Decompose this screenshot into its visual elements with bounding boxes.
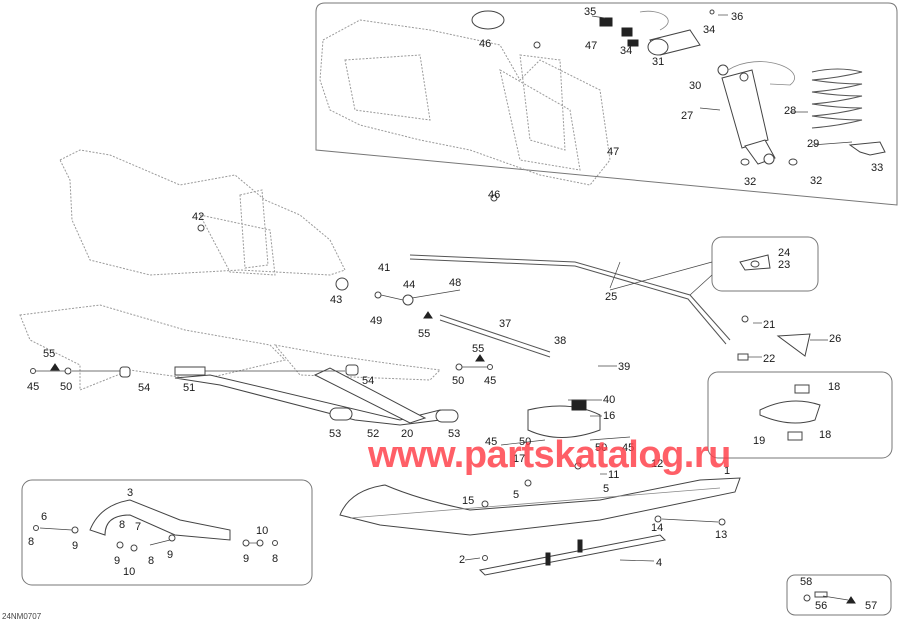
part-callout-26: 26 <box>829 333 842 345</box>
part-callout-50: 50 <box>452 375 465 387</box>
part-callout-34: 34 <box>703 24 716 36</box>
part-callout-18: 18 <box>828 381 841 393</box>
part-callout-9: 9 <box>72 540 79 552</box>
part-callout-27: 27 <box>681 110 694 122</box>
part-callout-32: 32 <box>744 176 757 188</box>
part-callout-9: 9 <box>167 549 174 561</box>
part-callout-48: 48 <box>449 277 462 289</box>
drawing-code: 24NM0707 <box>2 612 42 621</box>
part-callout-36: 36 <box>731 11 744 23</box>
part-callout-25: 25 <box>605 291 618 303</box>
part-callout-35: 35 <box>584 6 597 18</box>
part-callout-8: 8 <box>119 519 126 531</box>
part-callout-42: 42 <box>192 211 205 223</box>
part-callout-40: 40 <box>603 394 616 406</box>
part-callout-7: 7 <box>135 521 142 533</box>
part-callout-28: 28 <box>784 105 797 117</box>
part-callout-50: 50 <box>519 436 532 448</box>
part-callout-52: 52 <box>367 428 380 440</box>
part-callout-53: 53 <box>448 428 461 440</box>
part-callout-6: 6 <box>41 511 48 523</box>
a-arm <box>174 367 459 426</box>
part-callout-38: 38 <box>554 335 567 347</box>
part-callout-57: 57 <box>865 600 878 612</box>
part-callout-45: 45 <box>27 381 40 393</box>
part-callout-24: 24 <box>778 247 791 259</box>
part-callout-17: 17 <box>513 453 526 465</box>
part-callout-41: 41 <box>378 262 391 274</box>
part-callout-13: 13 <box>715 529 728 541</box>
part-callout-8: 8 <box>148 555 155 567</box>
shock-absorber <box>647 29 795 165</box>
part-callout-14: 14 <box>651 522 664 534</box>
part-callout-34: 34 <box>620 45 633 57</box>
part-callout-39: 39 <box>618 361 631 373</box>
part-callout-32: 32 <box>810 175 823 187</box>
part-callout-54: 54 <box>362 375 375 387</box>
coil-spring <box>811 68 863 129</box>
part-callout-49: 49 <box>370 315 383 327</box>
part-callout-33: 33 <box>871 162 884 174</box>
part-callout-20: 20 <box>401 428 414 440</box>
part-callout-58: 58 <box>800 576 813 588</box>
bushing-inset-frame <box>707 371 893 459</box>
shock-inset-frame <box>315 2 898 206</box>
part-callout-50: 50 <box>595 442 608 454</box>
part-callout-11: 11 <box>608 469 620 481</box>
part-callout-19: 19 <box>753 435 766 447</box>
part-callout-18: 18 <box>819 429 832 441</box>
part-callout-8: 8 <box>272 553 279 565</box>
part-callout-30: 30 <box>689 80 702 92</box>
part-callout-50: 50 <box>60 381 73 393</box>
watermark: www.partskatalog.ru <box>368 434 731 476</box>
part-callout-8: 8 <box>28 536 35 548</box>
part-callout-9: 9 <box>243 553 250 565</box>
part-callout-54: 54 <box>138 382 151 394</box>
part-callout-1: 1 <box>724 465 731 477</box>
part-callout-46: 46 <box>479 38 492 50</box>
part-callout-55: 55 <box>43 348 56 360</box>
part-callout-44: 44 <box>403 279 416 291</box>
part-callout-23: 23 <box>778 259 791 271</box>
rubber-inset-frame <box>786 574 892 616</box>
part-callout-43: 43 <box>330 294 343 306</box>
part-callout-51: 51 <box>183 382 196 394</box>
part-callout-4: 4 <box>656 557 663 569</box>
part-callout-53: 53 <box>329 428 342 440</box>
part-callout-37: 37 <box>499 318 512 330</box>
part-callout-22: 22 <box>763 353 776 365</box>
part-callout-47: 47 <box>585 40 598 52</box>
part-callout-10: 10 <box>123 566 136 578</box>
part-callout-16: 16 <box>603 410 616 422</box>
part-callout-5: 5 <box>603 483 610 495</box>
part-callout-56: 56 <box>815 600 828 612</box>
part-callout-45: 45 <box>485 436 498 448</box>
part-callout-55: 55 <box>472 343 485 355</box>
part-callout-5: 5 <box>513 489 520 501</box>
ski <box>339 477 741 536</box>
part-callout-2: 2 <box>459 554 466 566</box>
part-callout-9: 9 <box>114 555 121 567</box>
part-callout-31: 31 <box>652 56 665 68</box>
part-callout-47: 47 <box>607 146 620 158</box>
part-callout-45: 45 <box>622 442 635 454</box>
part-callout-21: 21 <box>763 319 776 331</box>
part-callout-45: 45 <box>484 375 497 387</box>
part-callout-3: 3 <box>127 487 134 499</box>
part-callout-55: 55 <box>418 328 431 340</box>
handle-inset-frame <box>21 479 313 586</box>
part-callout-10: 10 <box>256 525 269 537</box>
part-callout-29: 29 <box>807 138 820 150</box>
part-callout-15: 15 <box>462 495 475 507</box>
plate-inset-frame <box>711 236 819 292</box>
part-callout-12: 12 <box>651 458 664 470</box>
part-callout-46: 46 <box>488 189 501 201</box>
